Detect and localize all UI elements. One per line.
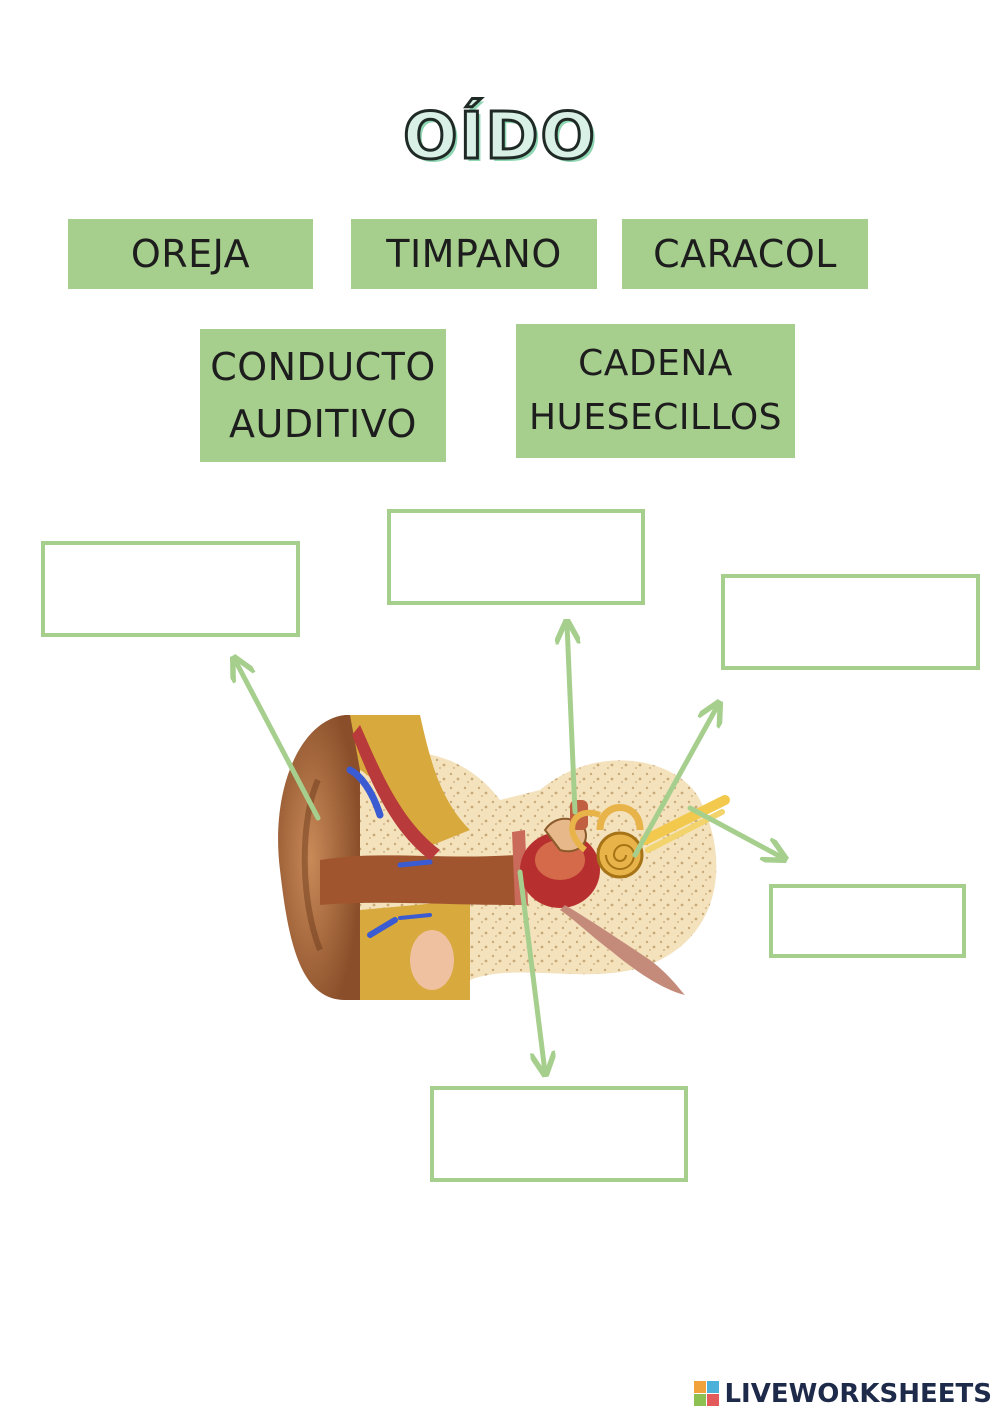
word-tile-conducto-auditivo[interactable]: CONDUCTO AUDITIVO [200,329,446,462]
liveworksheets-logo-icon [694,1381,720,1406]
worksheet-title: OÍDO [402,99,597,176]
word-tile-oreja[interactable]: OREJA [68,219,313,289]
arrow-to-box-3 [632,705,718,858]
answer-box-3[interactable] [721,574,980,670]
footer-brand-text: LIVEWORKSHEETS [724,1379,992,1409]
answer-box-2[interactable] [387,509,645,605]
arrow-to-box-4 [687,805,783,858]
word-tile-timpano[interactable]: TIMPANO [351,219,597,289]
arrow-to-box-1 [235,660,321,821]
ear-illustration [278,715,730,1000]
word-tile-cadena-huesecillos[interactable]: CADENA HUESECILLOS [516,324,795,458]
pointer-arrows [235,624,783,1072]
footer-brand: LIVEWORKSHEETS [694,1374,992,1414]
arrow-to-box-2 [567,624,575,815]
word-tile-caracol[interactable]: CARACOL [622,219,868,289]
answer-box-1[interactable] [41,541,300,637]
answer-box-5[interactable] [430,1086,688,1182]
answer-box-4[interactable] [769,884,966,958]
arrow-to-box-5 [517,869,545,1072]
